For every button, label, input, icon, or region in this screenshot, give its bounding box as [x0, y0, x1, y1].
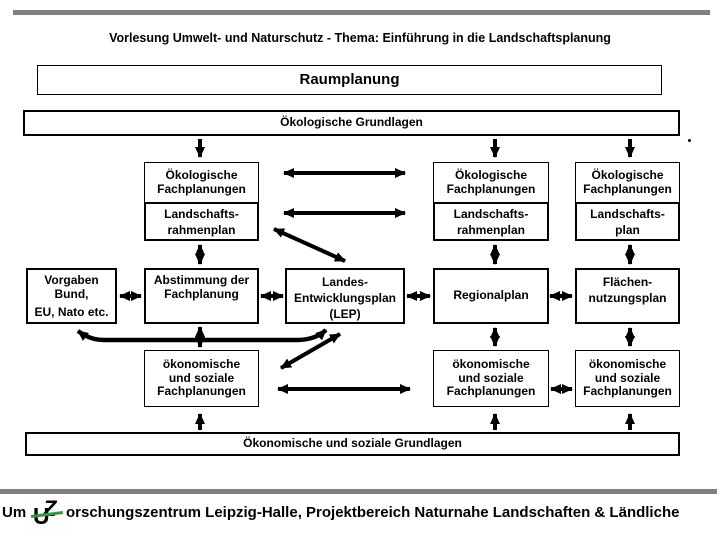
box-label-line: Fachplanungen: [446, 384, 536, 399]
bottom-rule: [0, 489, 717, 494]
box-label-line: Fachplanungen: [583, 181, 672, 196]
oekonomische-grundlagen-label: Ökonomische und soziale Grundlagen: [243, 436, 462, 451]
box-label-line: plan: [615, 222, 640, 237]
oekologische-grundlagen-box: Ökologische Grundlagen: [23, 110, 680, 136]
box-label-line: Bund,: [54, 286, 89, 301]
box-label-line: Fachplanung: [164, 286, 239, 301]
eco-fachplanungen-box-middle: Ökologische Fachplanungen: [433, 162, 549, 203]
box-label-line: Entwicklungsplan: [293, 291, 396, 305]
box-label-line: Landes-: [321, 275, 368, 289]
oekon-fachplanungen-box-middle: ökonomische und soziale Fachplanungen: [433, 350, 549, 407]
box-label-line: ökonomische: [452, 357, 530, 372]
arrow-econ-lep-diagonal: [280, 332, 341, 370]
box-label-line: Regionalplan: [453, 288, 529, 303]
oekon-fachplanungen-box-right: ökonomische und soziale Fachplanungen: [575, 350, 680, 407]
arrow-rahmenplan-lep-diagonal: [273, 227, 346, 263]
raumplanung-box: Raumplanung: [37, 65, 662, 95]
oekologische-grundlagen-label: Ökologische Grundlagen: [280, 115, 423, 130]
eco-fachplanungen-box-right: Ökologische Fachplanungen: [575, 162, 680, 203]
box-label-line: Fachplanungen: [157, 384, 246, 399]
arrow-vorgaben-lep-bent: [76, 328, 328, 343]
raumplanung-label: Raumplanung: [299, 71, 400, 89]
box-label-line: Landschafts-: [590, 206, 665, 221]
abstimmung-box: Abstimmung der Fachplanung: [144, 268, 259, 324]
box-label-line: und soziale: [594, 370, 661, 385]
box-label-line: Landschafts-: [453, 206, 529, 221]
stray-dot: [688, 139, 691, 142]
box-label-line: Abstimmung der: [153, 273, 250, 287]
box-label-line: rahmenplan: [167, 222, 236, 237]
box-label-line: Ökologische: [454, 168, 528, 182]
box-label-line: EU, Nato etc.: [34, 305, 109, 319]
box-label-line: (LEP): [329, 307, 361, 321]
box-label-line: Vorgaben: [44, 273, 99, 287]
landschaftsrahmenplan-box-middle: Landschafts- rahmenplan: [433, 202, 549, 241]
ufz-logo: U Z: [30, 496, 65, 534]
box-label-line: Fachplanungen: [446, 181, 536, 196]
box-label-line: Landschafts-: [164, 206, 239, 221]
footer-text-main: orschungszentrum Leipzig-Halle, Projektb…: [66, 504, 680, 521]
box-label-line: Fachplanungen: [157, 181, 246, 196]
landschaftsrahmenplan-box-left: Landschafts- rahmenplan: [144, 202, 259, 241]
box-label-line: Ökologische: [591, 168, 664, 182]
box-label-line: Ökologische: [165, 168, 238, 182]
box-label-line: und soziale: [168, 370, 235, 385]
box-label-line: ökonomische: [588, 357, 667, 372]
box-label-line: und soziale: [458, 370, 524, 385]
footer: Um U Z orschungszentrum Leipzig-Halle, P…: [2, 496, 720, 536]
slide-title: Vorlesung Umwelt- und Naturschutz - Them…: [109, 31, 611, 45]
footer-text-prefix: Um: [2, 504, 27, 521]
eco-fachplanungen-box-left: Ökologische Fachplanungen: [144, 162, 259, 203]
box-label-line: nutzungsplan: [588, 291, 667, 305]
oekonomische-grundlagen-box: Ökonomische und soziale Grundlagen: [25, 432, 680, 456]
box-label-line: Fachplanungen: [583, 384, 672, 399]
oekon-fachplanungen-box-left: ökonomische und soziale Fachplanungen: [144, 350, 259, 407]
regionalplan-box: Regionalplan: [433, 268, 549, 324]
lep-box: Landes- Entwicklungsplan (LEP): [285, 268, 405, 324]
flaechennutzungsplan-box: Flächen- nutzungsplan: [575, 268, 680, 324]
landschaftsplan-box-right: Landschafts- plan: [575, 202, 680, 241]
box-label-line: rahmenplan: [456, 222, 525, 237]
ufz-logo-letter-z: Z: [43, 496, 57, 521]
box-label-line: Flächen-: [602, 275, 653, 289]
top-rule: [13, 10, 710, 15]
vorgaben-box: Vorgaben Bund, EU, Nato etc.: [26, 268, 117, 324]
box-label-line: ökonomische: [162, 357, 241, 372]
